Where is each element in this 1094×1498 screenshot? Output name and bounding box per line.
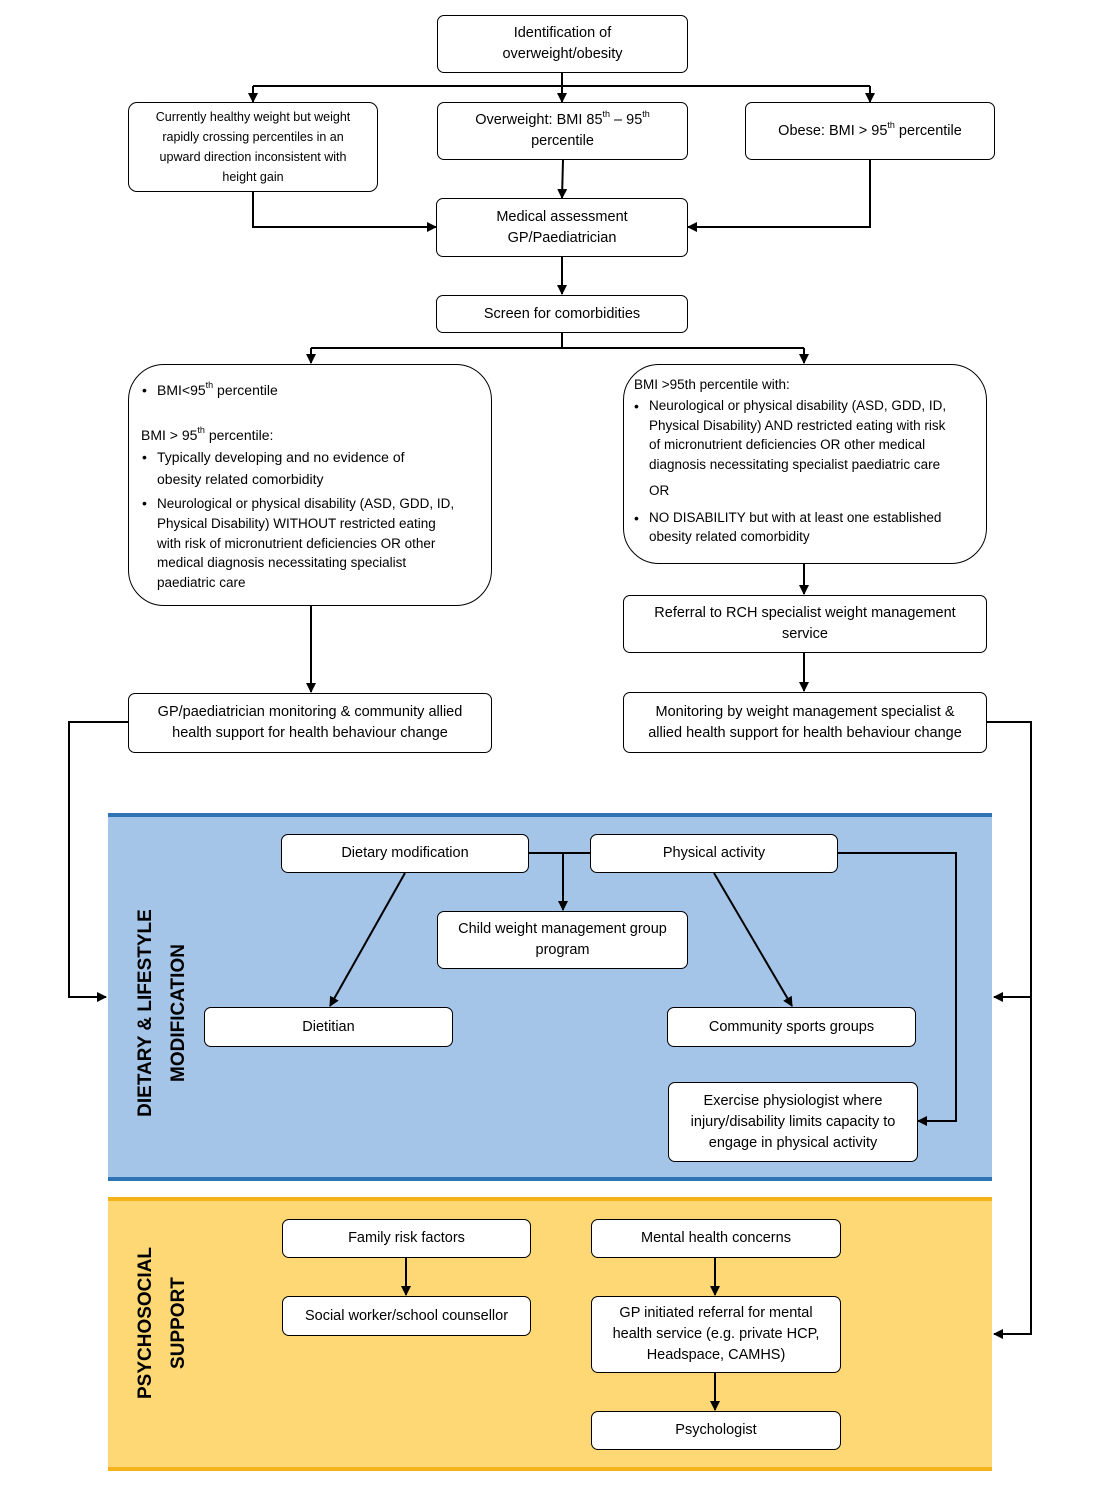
left-criteria-heading-sup: th bbox=[197, 425, 205, 436]
healthy-rapid-box: Currently healthy weight but weight rapi… bbox=[128, 102, 378, 192]
psychologist-text: Psychologist bbox=[675, 1422, 757, 1438]
referral-rch-line1: Referral to RCH specialist weight manage… bbox=[654, 605, 956, 621]
overweight-text-b: – 95 bbox=[610, 112, 643, 128]
physical-activity-text: Physical activity bbox=[662, 845, 766, 861]
left-criteria-b3-line4: medical diagnosis necessitating speciali… bbox=[157, 555, 407, 570]
healthy-rapid-line4: height gain bbox=[222, 170, 284, 184]
left-criteria-heading-post: percentile: bbox=[204, 427, 274, 443]
family-risk-box: Family risk factors bbox=[282, 1219, 531, 1258]
exercise-physiologist-line1: Exercise physiologist where bbox=[703, 1092, 883, 1109]
left-criteria-b3-line1: Neurological or physical disability (ASD… bbox=[157, 496, 455, 511]
medical-assessment-box: Medical assessment GP/Paediatrician bbox=[436, 198, 688, 257]
dietitian-box: Dietitian bbox=[204, 1007, 453, 1047]
left-criteria-b2-line2: obesity related comorbidity bbox=[157, 471, 324, 487]
social-worker-box: Social worker/school counsellor bbox=[282, 1296, 531, 1336]
left-criteria-b2-line1: Typically developing and no evidence of bbox=[157, 449, 405, 465]
identification-box: Identification of overweight/obesity bbox=[437, 15, 688, 73]
gp-referral-box: GP initiated referral for mental health … bbox=[591, 1296, 841, 1373]
referral-rch-box: Referral to RCH specialist weight manage… bbox=[623, 595, 987, 653]
group-program-box: Child weight management group program bbox=[437, 911, 688, 969]
bullet-icon: • bbox=[142, 495, 147, 511]
healthy-rapid-line2: rapidly crossing percentiles in an bbox=[162, 130, 344, 144]
right-criteria-b1-line4: diagnosis necessitating specialist paedi… bbox=[649, 457, 941, 472]
right-criteria-b2-line1: NO DISABILITY but with at least one esta… bbox=[649, 510, 942, 525]
right-criteria-b1-line1: Neurological or physical disability (ASD… bbox=[649, 398, 947, 413]
exercise-physiologist-box: Exercise physiologist where injury/disab… bbox=[668, 1082, 918, 1162]
obese-sup: th bbox=[887, 119, 895, 130]
gp-monitoring-line1: GP/paediatrician monitoring & community … bbox=[157, 704, 463, 720]
bullet-icon: • bbox=[142, 449, 147, 465]
psychosocial-panel bbox=[108, 1197, 992, 1471]
overweight-text-a: Overweight: BMI 85 bbox=[475, 112, 603, 128]
medical-assessment-line2: GP/Paediatrician bbox=[507, 229, 617, 246]
referral-rch-line2: service bbox=[782, 626, 828, 642]
left-criteria-b3-line5: paediatric care bbox=[157, 575, 246, 590]
overweight-line2: percentile bbox=[531, 133, 594, 149]
community-sports-text: Community sports groups bbox=[708, 1018, 875, 1035]
exercise-physiologist-line3: engage in physical activity bbox=[708, 1134, 878, 1151]
specialist-monitoring-line2: allied health support for health behavio… bbox=[648, 724, 962, 741]
bullet-icon: • bbox=[634, 510, 639, 526]
dietary-modification-text: Dietary modification bbox=[341, 845, 469, 861]
identification-line2: overweight/obesity bbox=[502, 46, 623, 62]
medical-assessment-line1: Medical assessment bbox=[496, 208, 628, 225]
right-criteria-heading: BMI >95th percentile with: bbox=[634, 377, 790, 392]
right-criteria-b1-line2: Physical Disability) AND restricted eati… bbox=[649, 418, 946, 433]
overweight-box: Overweight: BMI 85th – 95th percentile bbox=[437, 102, 688, 160]
dietary-modification-box: Dietary modification bbox=[281, 834, 529, 873]
bullet-icon: • bbox=[142, 382, 147, 398]
left-criteria-b3-line2: Physical Disability) WITHOUT restricted … bbox=[157, 516, 436, 531]
community-sports-box: Community sports groups bbox=[667, 1007, 916, 1047]
right-criteria-b2-line2: obesity related comorbidity bbox=[649, 529, 810, 544]
mental-health-text: Mental health concerns bbox=[641, 1230, 791, 1246]
left-criteria-b1-sup: th bbox=[205, 380, 214, 391]
group-program-line2: program bbox=[535, 942, 590, 958]
overweight-sup1: th bbox=[602, 109, 611, 120]
left-criteria-bmi-below: BMI<95th percentile bbox=[157, 380, 278, 401]
obese-line: Obese: BMI > 95th percentile bbox=[778, 119, 962, 142]
left-criteria-box: • BMI<95th percentile BMI > 95th percent… bbox=[128, 364, 492, 606]
psychologist-box: Psychologist bbox=[591, 1411, 841, 1450]
group-program-line1: Child weight management group bbox=[458, 921, 667, 937]
dietitian-text: Dietitian bbox=[302, 1018, 355, 1035]
overweight-sup2: th bbox=[642, 109, 650, 120]
screen-comorbidities-text: Screen for comorbidities bbox=[483, 305, 641, 322]
identification-line1: Identification of bbox=[513, 25, 612, 41]
left-criteria-b3-line3: with risk of micronutrient deficiencies … bbox=[157, 536, 436, 551]
left-criteria-heading-pre: BMI > 95 bbox=[141, 427, 198, 443]
obese-box: Obese: BMI > 95th percentile bbox=[745, 102, 995, 160]
mental-health-box: Mental health concerns bbox=[591, 1219, 841, 1258]
gp-referral-line1: GP initiated referral for mental bbox=[619, 1305, 813, 1321]
overweight-line1: Overweight: BMI 85th – 95th bbox=[475, 110, 650, 131]
left-criteria-heading: BMI > 95th percentile: bbox=[141, 425, 273, 446]
obese-text-b: percentile bbox=[894, 122, 962, 139]
family-risk-text: Family risk factors bbox=[348, 1230, 465, 1246]
social-worker-text: Social worker/school counsellor bbox=[304, 1307, 509, 1324]
specialist-monitoring-line1: Monitoring by weight management speciali… bbox=[655, 703, 955, 720]
gp-referral-line3: Headspace, CAMHS) bbox=[646, 1347, 786, 1363]
right-criteria-or: OR bbox=[649, 483, 670, 498]
physical-activity-box: Physical activity bbox=[590, 834, 838, 873]
left-criteria-b1-pre: BMI<95 bbox=[157, 382, 206, 398]
gp-referral-line2: health service (e.g. private HCP, bbox=[612, 1326, 820, 1342]
specialist-monitoring-box: Monitoring by weight management speciali… bbox=[623, 692, 987, 753]
exercise-physiologist-line2: injury/disability limits capacity to bbox=[690, 1113, 896, 1130]
right-criteria-b1-line3: of micronutrient deficiencies OR other m… bbox=[649, 437, 926, 452]
screen-comorbidities-box: Screen for comorbidities bbox=[436, 295, 688, 333]
gp-monitoring-box: GP/paediatrician monitoring & community … bbox=[128, 693, 492, 753]
obese-text-a: Obese: BMI > 95 bbox=[778, 122, 888, 139]
healthy-rapid-line3: upward direction inconsistent with bbox=[159, 150, 347, 164]
right-criteria-box: BMI >95th percentile with: • Neurologica… bbox=[623, 364, 987, 564]
left-criteria-b1-post: percentile bbox=[213, 382, 278, 398]
healthy-rapid-line1: Currently healthy weight but weight bbox=[155, 110, 351, 124]
bullet-icon: • bbox=[634, 398, 639, 414]
gp-monitoring-line2: health support for health behaviour chan… bbox=[172, 725, 448, 741]
